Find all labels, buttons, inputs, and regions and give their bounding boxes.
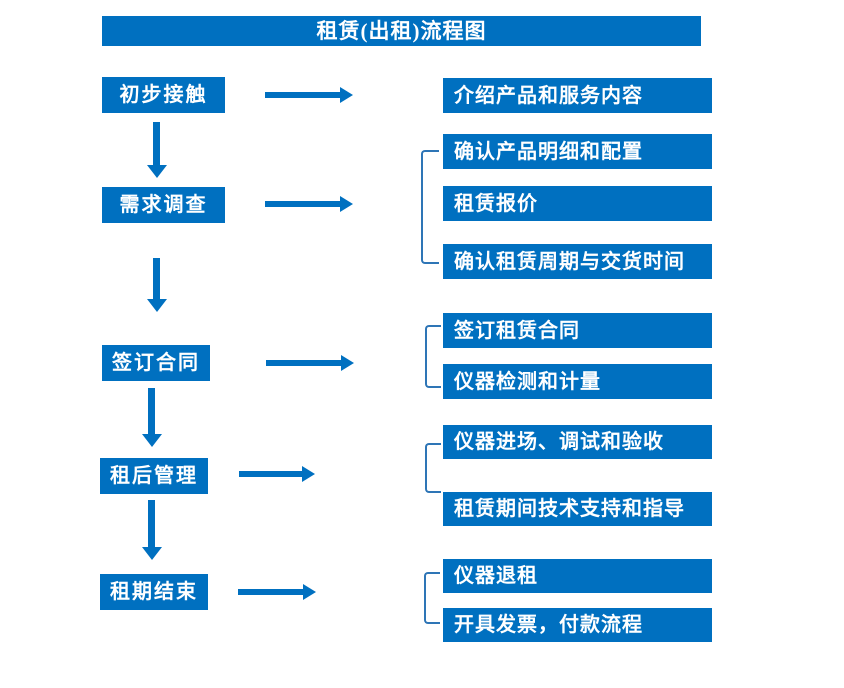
- arrow-right-lease-end-icon: [238, 584, 316, 600]
- step-box-post-rental-management: 租后管理: [100, 458, 208, 494]
- detail-box-sign-rental-contract: 签订租赁合同: [443, 313, 712, 348]
- arrow-head: [341, 355, 354, 371]
- flowchart-title: 租赁(出租)流程图: [102, 16, 701, 46]
- arrow-head: [302, 466, 315, 482]
- detail-box-tech-support: 租赁期间技术支持和指导: [443, 492, 712, 526]
- arrow-right-initial-contact-icon: [265, 87, 353, 103]
- detail-box-introduce-products: 介绍产品和服务内容: [443, 78, 712, 113]
- arrow-stem: [148, 388, 155, 435]
- arrow-stem: [148, 500, 155, 548]
- arrow-stem: [265, 201, 341, 207]
- group-bracket-sign-contract: [425, 325, 441, 388]
- arrow-stem: [153, 122, 160, 166]
- arrow-head: [340, 196, 353, 212]
- arrow-down-to-lease-end-icon: [142, 500, 162, 560]
- detail-box-instrument-testing: 仪器检测和计量: [443, 364, 712, 399]
- arrow-head: [142, 434, 162, 447]
- detail-box-instrument-return: 仪器退租: [443, 559, 712, 593]
- detail-box-invoice-payment: 开具发票，付款流程: [443, 608, 712, 642]
- step-box-demand-survey: 需求调查: [102, 187, 225, 223]
- detail-box-confirm-product-config: 确认产品明细和配置: [443, 134, 712, 169]
- detail-box-confirm-period-delivery: 确认租赁周期与交货时间: [443, 244, 712, 279]
- arrow-head: [147, 165, 167, 178]
- step-box-sign-contract: 签订合同: [102, 345, 210, 381]
- arrow-down-to-demand-survey-icon: [147, 122, 167, 178]
- arrow-right-demand-survey-icon: [265, 196, 353, 212]
- arrow-stem: [239, 471, 303, 477]
- arrow-down-to-sign-contract-icon: [147, 258, 167, 312]
- group-bracket-post-rental: [425, 443, 441, 493]
- arrow-right-sign-contract-icon: [266, 355, 354, 371]
- arrow-head: [147, 299, 167, 312]
- arrow-head: [340, 87, 353, 103]
- arrow-stem: [265, 92, 341, 98]
- step-box-initial-contact: 初步接触: [102, 77, 225, 113]
- arrow-down-to-post-rental-icon: [142, 388, 162, 447]
- group-bracket-lease-end: [424, 572, 440, 624]
- detail-box-rental-quote: 租赁报价: [443, 186, 712, 221]
- arrow-head: [142, 547, 162, 560]
- arrow-stem: [238, 589, 304, 595]
- arrow-stem: [266, 360, 342, 366]
- group-bracket-demand-survey: [421, 150, 439, 264]
- step-box-lease-end: 租期结束: [100, 574, 208, 610]
- arrow-stem: [153, 258, 160, 300]
- arrow-head: [303, 584, 316, 600]
- detail-box-instrument-setup-acceptance: 仪器进场、调试和验收: [443, 425, 712, 459]
- arrow-right-post-rental-icon: [239, 466, 315, 482]
